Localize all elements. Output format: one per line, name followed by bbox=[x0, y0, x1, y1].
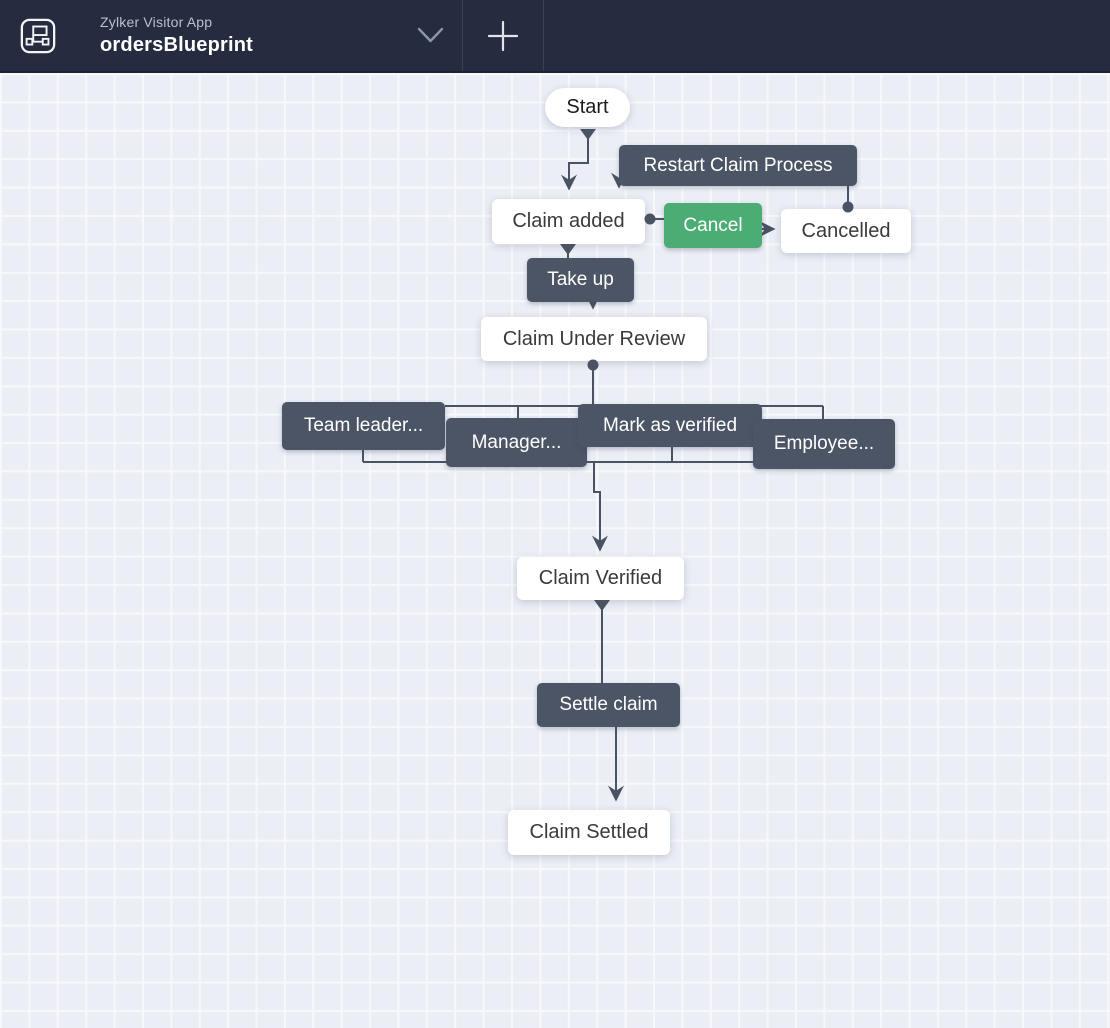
transition-employee[interactable]: Employee... bbox=[753, 419, 895, 469]
blueprint-switcher[interactable]: Zylker Visitor App ordersBlueprint bbox=[76, 0, 462, 71]
anchor-claim-added-right bbox=[644, 213, 656, 225]
state-cancelled[interactable]: Cancelled bbox=[781, 209, 911, 253]
transition-manager[interactable]: Manager... bbox=[446, 418, 587, 467]
state-start[interactable]: Start bbox=[545, 88, 630, 127]
state-claim-verified[interactable]: Claim Verified bbox=[517, 557, 684, 600]
blueprint-app-icon bbox=[20, 18, 56, 53]
add-button[interactable] bbox=[463, 0, 543, 71]
blueprint-name: ordersBlueprint bbox=[100, 34, 254, 56]
blueprint-canvas[interactable]: Start Restart Claim Process Claim added … bbox=[0, 73, 1110, 1028]
state-claim-settled[interactable]: Claim Settled bbox=[508, 810, 670, 855]
app-name: Zylker Visitor App bbox=[100, 14, 213, 30]
transition-cancel[interactable]: Cancel bbox=[664, 203, 762, 248]
header-divider bbox=[462, 0, 463, 71]
state-claim-added[interactable]: Claim added bbox=[492, 199, 645, 244]
edge-start-to-claim-added bbox=[561, 136, 589, 191]
state-claim-under-review[interactable]: Claim Under Review bbox=[481, 317, 707, 361]
transition-mark-as-verified[interactable]: Mark as verified bbox=[578, 404, 762, 447]
anchor-claim-added-bottom bbox=[560, 244, 576, 255]
transition-team-leader[interactable]: Team leader... bbox=[282, 402, 445, 450]
anchor-claim-verified-bottom bbox=[594, 600, 610, 611]
edge-merge-to-claim-verified bbox=[592, 462, 608, 552]
header-divider bbox=[543, 0, 544, 71]
chevron-down-icon[interactable] bbox=[417, 27, 444, 45]
transition-restart-claim-process[interactable]: Restart Claim Process bbox=[619, 145, 857, 186]
header: Zylker Visitor App ordersBlueprint bbox=[0, 0, 1110, 73]
anchor-claim-under-review-bottom bbox=[587, 359, 599, 371]
anchor-start-bottom bbox=[580, 129, 596, 140]
app-icon-button[interactable] bbox=[0, 0, 76, 71]
plus-icon bbox=[488, 20, 518, 51]
transition-take-up[interactable]: Take up bbox=[527, 258, 634, 302]
transition-settle-claim[interactable]: Settle claim bbox=[537, 683, 680, 727]
